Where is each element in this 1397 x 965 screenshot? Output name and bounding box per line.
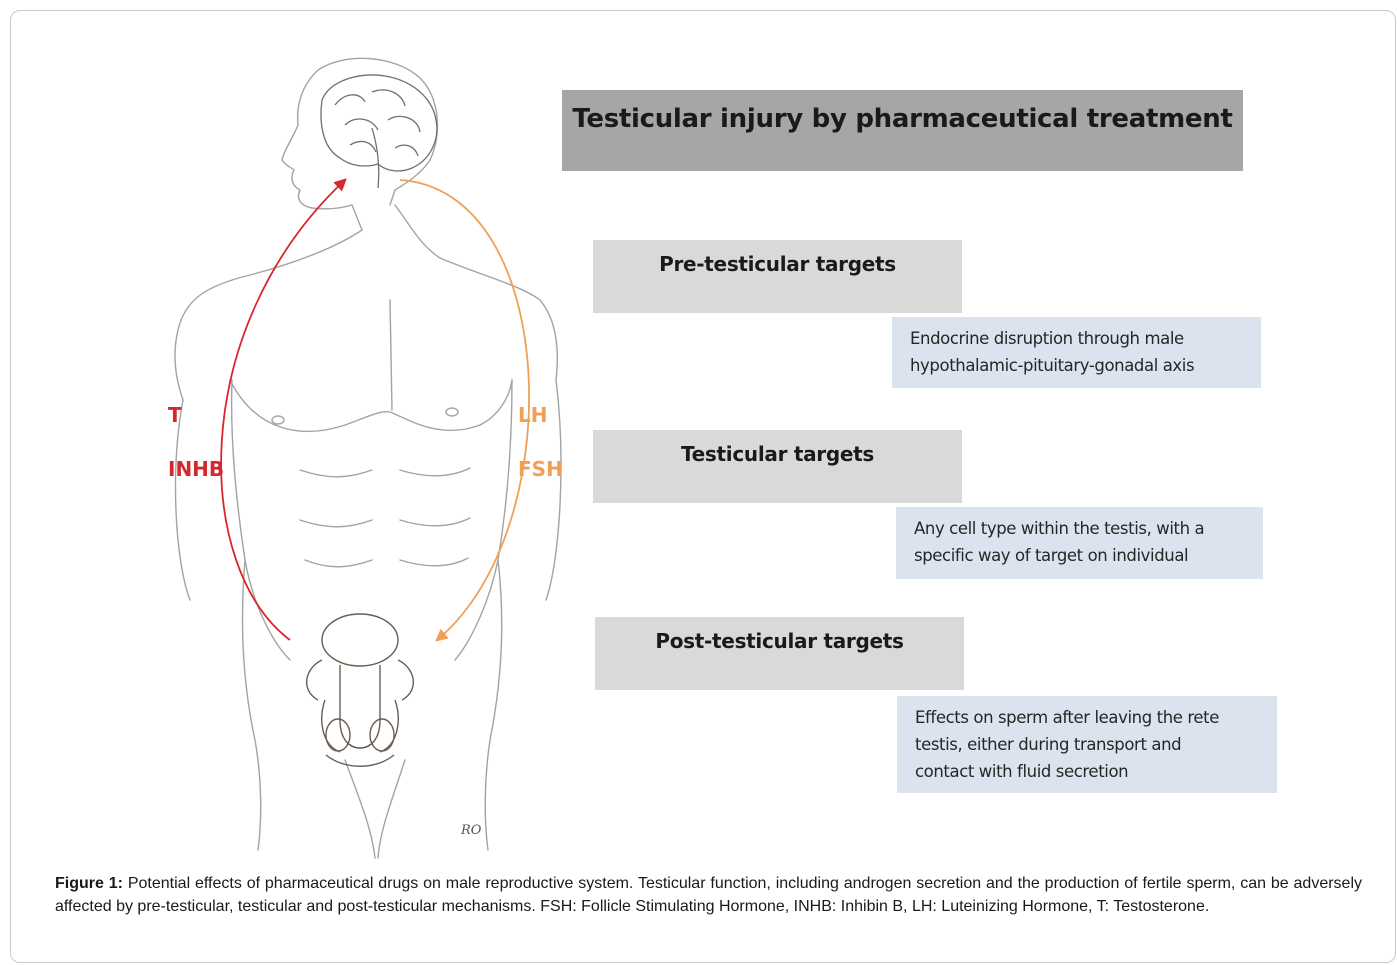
- post-testicular-description: Effects on sperm after leaving the rete …: [897, 696, 1277, 793]
- caption-text: Potential effects of pharmaceutical drug…: [55, 875, 1362, 915]
- pectoral-line: [390, 300, 392, 410]
- testicular-description: Any cell type within the testis, with a …: [896, 507, 1263, 579]
- post-testicular-title: Post-testicular targets: [595, 617, 964, 690]
- lh-fsh-arrow: [400, 180, 529, 640]
- body-sketch: [175, 58, 561, 858]
- caption-label: Figure 1:: [55, 875, 123, 892]
- description-line: Any cell type within the testis, with a: [914, 515, 1247, 542]
- abdomen-left: [232, 380, 290, 660]
- description-line: contact with fluid secretion: [915, 758, 1261, 785]
- head-outline: [282, 58, 437, 230]
- description-line: testis, either during transport and: [915, 731, 1261, 758]
- figure-caption: Figure 1: Potential effects of pharmaceu…: [55, 873, 1362, 918]
- pre-testicular-description: Endocrine disruption through male hypoth…: [892, 317, 1261, 388]
- brain-icon: [321, 75, 437, 188]
- right-arm: [546, 380, 561, 600]
- left-arm: [176, 400, 190, 600]
- description-line: hypothalamic-pituitary-gonadal axis: [910, 352, 1245, 379]
- pre-testicular-title: Pre-testicular targets: [593, 240, 962, 313]
- description-line: Endocrine disruption through male: [910, 325, 1245, 352]
- inner-legs: [345, 760, 405, 858]
- reproductive-organs-icon: [307, 614, 414, 766]
- label-testosterone: T: [168, 403, 182, 427]
- abs-lines: [300, 468, 470, 567]
- description-line: Effects on sperm after leaving the rete: [915, 704, 1261, 731]
- artist-signature: RO: [461, 823, 481, 838]
- main-title: Testicular injury by pharmaceutical trea…: [562, 90, 1243, 171]
- left-nipple: [272, 416, 284, 424]
- testicular-title: Testicular targets: [593, 430, 962, 503]
- label-luteinizing-hormone: LH: [518, 403, 547, 427]
- right-nipple: [446, 408, 458, 416]
- chest: [230, 380, 512, 431]
- label-inhibin-b: INHB: [168, 457, 224, 481]
- description-line: specific way of target on individual: [914, 542, 1247, 569]
- pelvis: [242, 560, 501, 850]
- abdomen-right: [455, 380, 512, 660]
- label-follicle-stimulating-hormone: FSH: [518, 457, 563, 481]
